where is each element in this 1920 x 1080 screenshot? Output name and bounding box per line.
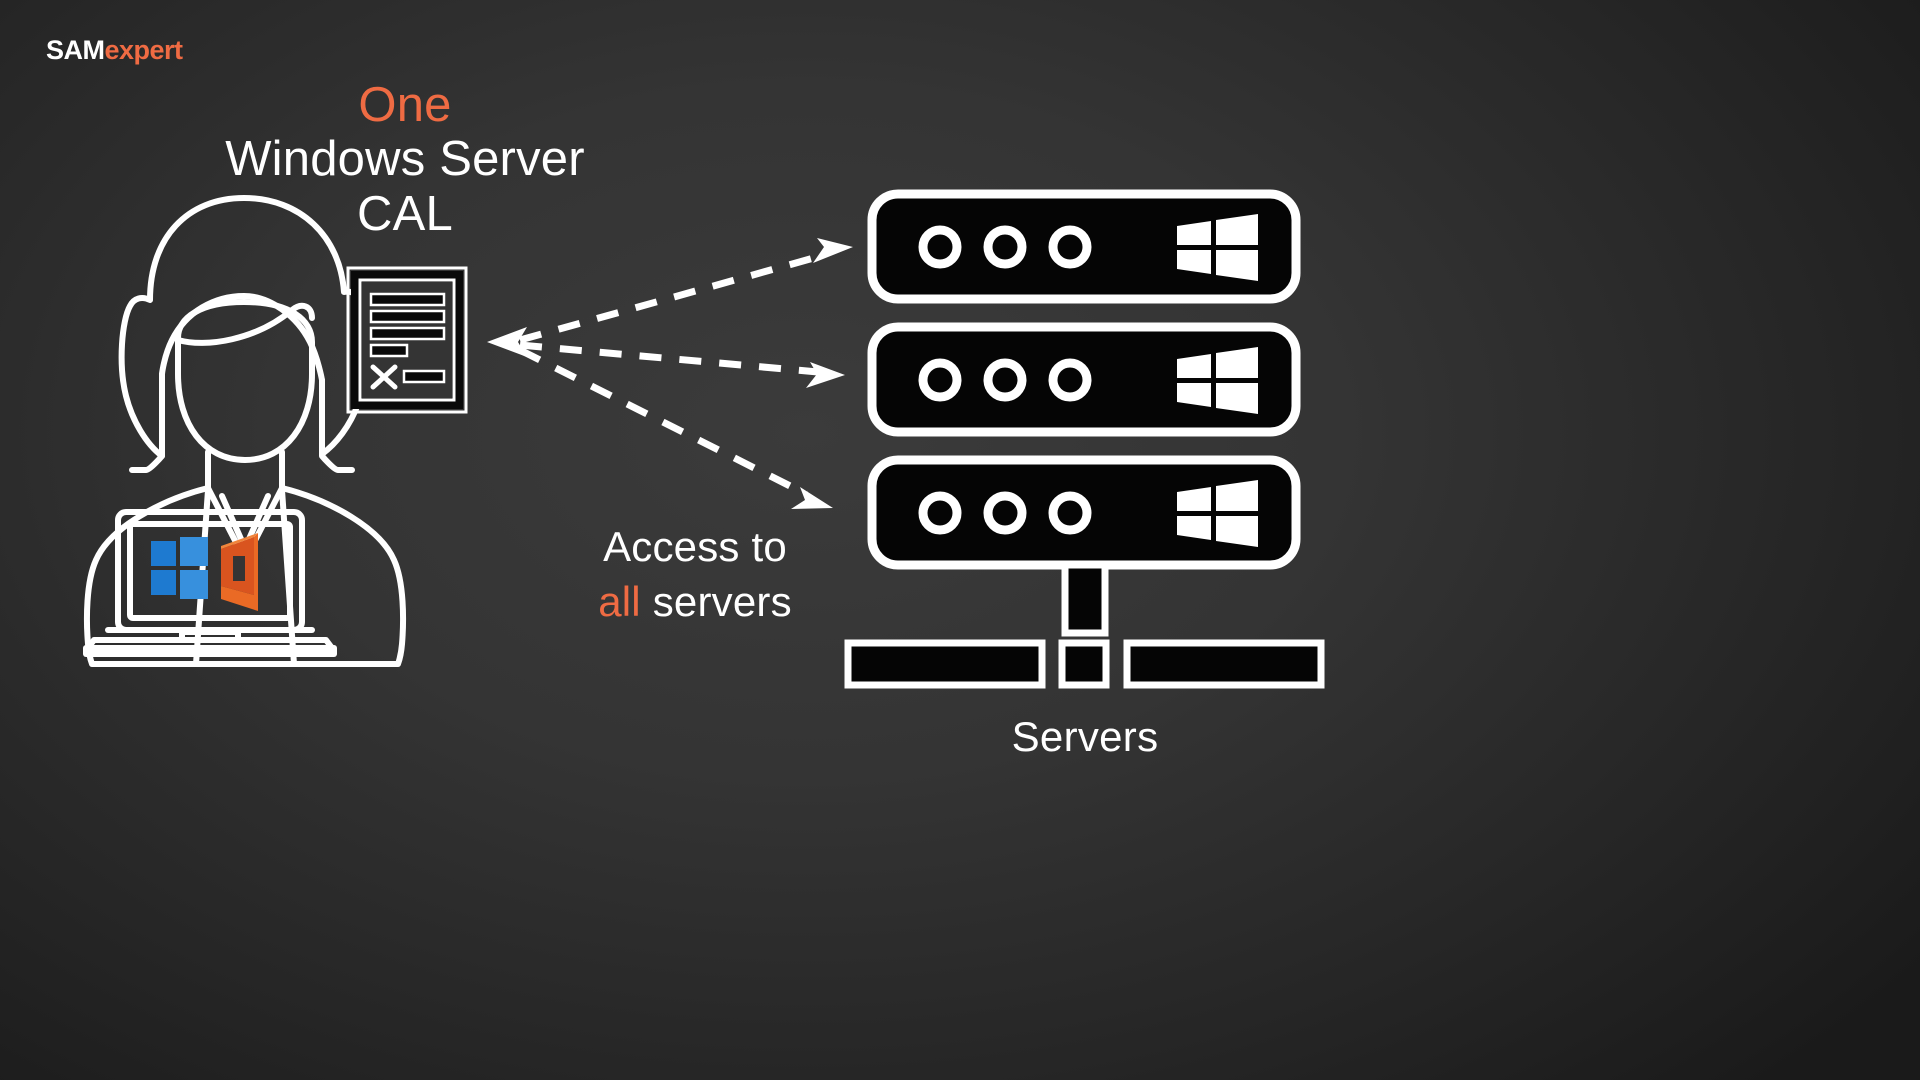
arrow-convergence-head [487, 327, 527, 357]
page-title: One Windows Server CAL [175, 78, 635, 241]
access-label-line-two: all servers [505, 574, 885, 629]
arrow-to-server-1 [519, 238, 853, 344]
samexpert-logo: SAMexpert [46, 37, 183, 64]
access-label-suffix: servers [652, 578, 792, 626]
title-line-three: CAL [357, 186, 453, 241]
logo-primary-text: SAM [46, 35, 105, 65]
arrow-to-server-3 [518, 346, 833, 509]
arrow-to-server-2 [519, 341, 845, 388]
access-label-line-one: Access to [603, 523, 787, 570]
logo-secondary-text: expert [104, 35, 184, 65]
access-label-accent: all [598, 578, 641, 626]
access-to-all-servers-label: Access to all servers [505, 519, 885, 629]
title-line-two: Windows Server [225, 132, 585, 187]
title-line-one: One [358, 78, 452, 132]
servers-caption: Servers [1011, 713, 1159, 760]
